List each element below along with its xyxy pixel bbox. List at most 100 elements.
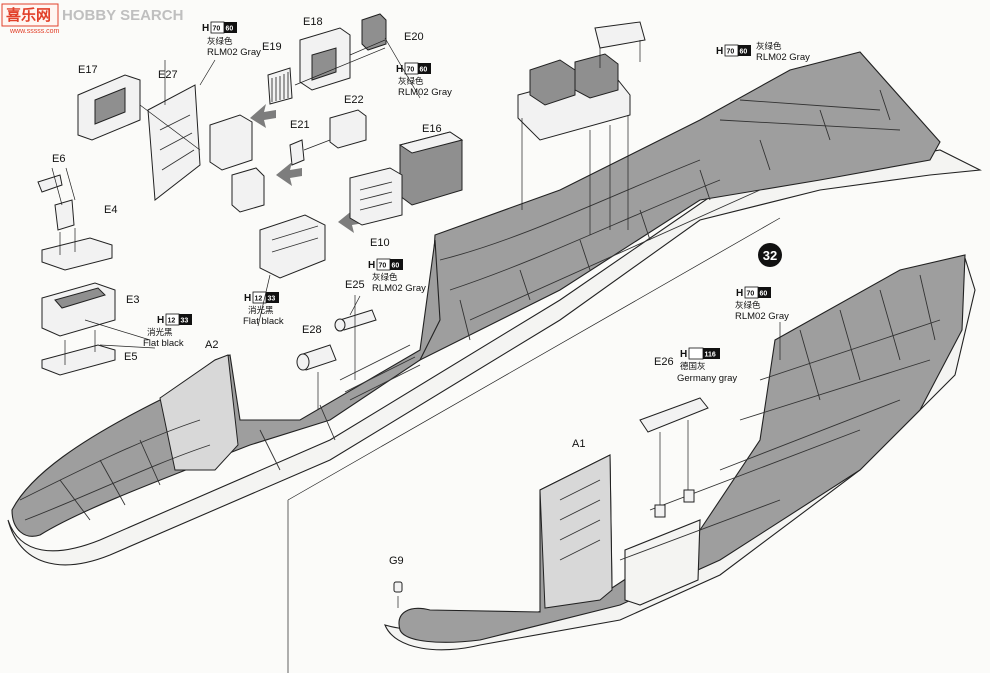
label-e4: E4 — [104, 204, 117, 216]
paint-be10-name: Flat black — [243, 316, 284, 327]
paint-be10-h: H — [244, 293, 251, 304]
paint-be3-name: Flat black — [143, 338, 184, 349]
step-number: 32 — [763, 248, 777, 263]
watermark: 喜乐网 www.sssss.com HOBBY SEARCH — [1, 3, 183, 35]
paint-callout-e25: H 70 60 灰绿色 RLM02 Gray — [368, 258, 426, 294]
label-a2: A2 — [205, 339, 218, 351]
part-e25 — [339, 309, 377, 331]
watermark-text: HOBBY SEARCH — [62, 7, 183, 24]
paint-wing-box2 — [738, 45, 751, 56]
e4-leads — [59, 228, 76, 255]
paint-e25-cn: 灰绿色 — [372, 272, 398, 283]
part-e21 — [289, 139, 305, 166]
part-e18-group — [299, 27, 351, 91]
paint-gg-cn: 德国灰 — [680, 361, 706, 372]
paint-s32-name: RLM02 Gray — [735, 311, 789, 322]
paint-wing-code: 70 — [727, 49, 735, 56]
radio-main — [259, 214, 326, 279]
paint-gg-box1 — [688, 347, 704, 360]
part-e27-group — [139, 60, 201, 201]
paint-gg-h: H — [680, 349, 687, 360]
paint-top-name: RLM02 Gray — [207, 47, 261, 58]
paint-callout-black-e10: H 12 33 消光黑 Flat black — [243, 291, 284, 327]
paint-top-code2: 60 — [226, 26, 234, 33]
direction-arrow-2 — [276, 162, 302, 186]
paint-e25-box2 — [390, 259, 403, 270]
part-e5 — [41, 344, 116, 376]
label-e17: E17 — [78, 64, 98, 76]
e5-leads — [64, 330, 96, 365]
paint-be3-code: 12 — [168, 318, 176, 325]
label-e6: E6 — [52, 153, 65, 165]
label-e28: E28 — [302, 324, 322, 336]
part-e20 — [361, 13, 387, 51]
part-e4 — [41, 237, 113, 271]
label-e3: E3 — [126, 294, 139, 306]
label-e22: E22 — [344, 94, 364, 106]
label-e18: E18 — [303, 16, 323, 28]
label-a1: A1 — [572, 438, 585, 450]
interior-shell-a1 — [398, 254, 966, 643]
part-e19-group — [267, 67, 293, 105]
fuselage-skin-lower — [7, 149, 982, 566]
label-e21: E21 — [290, 119, 310, 131]
e6-leads — [51, 167, 76, 206]
radio-rack-assembly — [517, 21, 646, 235]
e3-interior — [54, 287, 106, 309]
paint-s32-code: 70 — [747, 291, 755, 298]
e26-mount-1 — [654, 504, 666, 518]
fuselage-half-a2 — [7, 51, 982, 566]
paint-s32-h: H — [736, 288, 743, 299]
e19-slats — [271, 72, 289, 102]
a1-frame-ribs — [559, 479, 601, 561]
radio-main-detail — [271, 225, 319, 253]
e27-lead — [139, 104, 201, 151]
paint-be3-box2 — [179, 314, 192, 325]
paint-be10-cn: 消光黑 — [248, 305, 274, 316]
label-e26: E26 — [654, 356, 674, 368]
label-e27: E27 — [158, 69, 178, 81]
paint-be10-box2 — [266, 292, 279, 303]
label-e16: E16 — [422, 123, 442, 135]
side-panel — [624, 519, 701, 606]
label-e25: E25 — [345, 279, 365, 291]
paint-be10-code2: 33 — [268, 296, 276, 303]
label-e10: E10 — [370, 237, 390, 249]
paint-top-h: H — [202, 23, 209, 34]
paint-be3-h: H — [157, 315, 164, 326]
paint-e25-code2: 60 — [392, 263, 400, 270]
direction-arrow-1 — [250, 104, 276, 128]
radio-box-2 — [574, 53, 619, 99]
a1-ribs — [619, 274, 941, 561]
callout-leaders — [84, 37, 781, 360]
paint-wing-h: H — [716, 46, 723, 57]
radio-top-bracket — [594, 21, 646, 49]
rack-leads — [521, 115, 629, 235]
paint-e25-name: RLM02 Gray — [372, 283, 426, 294]
paint-e20-code2: 60 — [420, 67, 428, 74]
paint-e25-code: 70 — [379, 263, 387, 270]
watermark-url: www.sssss.com — [9, 28, 60, 35]
paint-s32-box2 — [758, 287, 771, 298]
e27-detail — [159, 114, 195, 171]
paint-e20-box2 — [418, 63, 431, 74]
paint-callout-step32: H 70 60 灰绿色 RLM02 Gray — [735, 286, 789, 322]
paint-be10-code: 12 — [255, 296, 263, 303]
paint-callout-germany: H 116 德国灰 Germany gray — [677, 347, 737, 384]
fuselage-half-a1 — [384, 254, 976, 651]
paint-e20-cn: 灰绿色 — [398, 76, 424, 87]
paint-gg-box2 — [703, 348, 720, 359]
part-e6-top — [37, 174, 63, 193]
label-e19: E19 — [262, 41, 282, 53]
paint-e20-code: 70 — [407, 67, 415, 74]
part-e22 — [329, 109, 367, 149]
paint-top-cn: 灰绿色 — [207, 36, 233, 47]
paint-s32-cn: 灰绿色 — [735, 300, 761, 311]
step-divider — [287, 217, 781, 673]
paint-gg-code2: 116 — [705, 352, 716, 359]
e26-mount-2 — [683, 489, 695, 503]
paint-wing-name: RLM02 Gray — [756, 52, 810, 63]
e25-end — [334, 318, 346, 332]
